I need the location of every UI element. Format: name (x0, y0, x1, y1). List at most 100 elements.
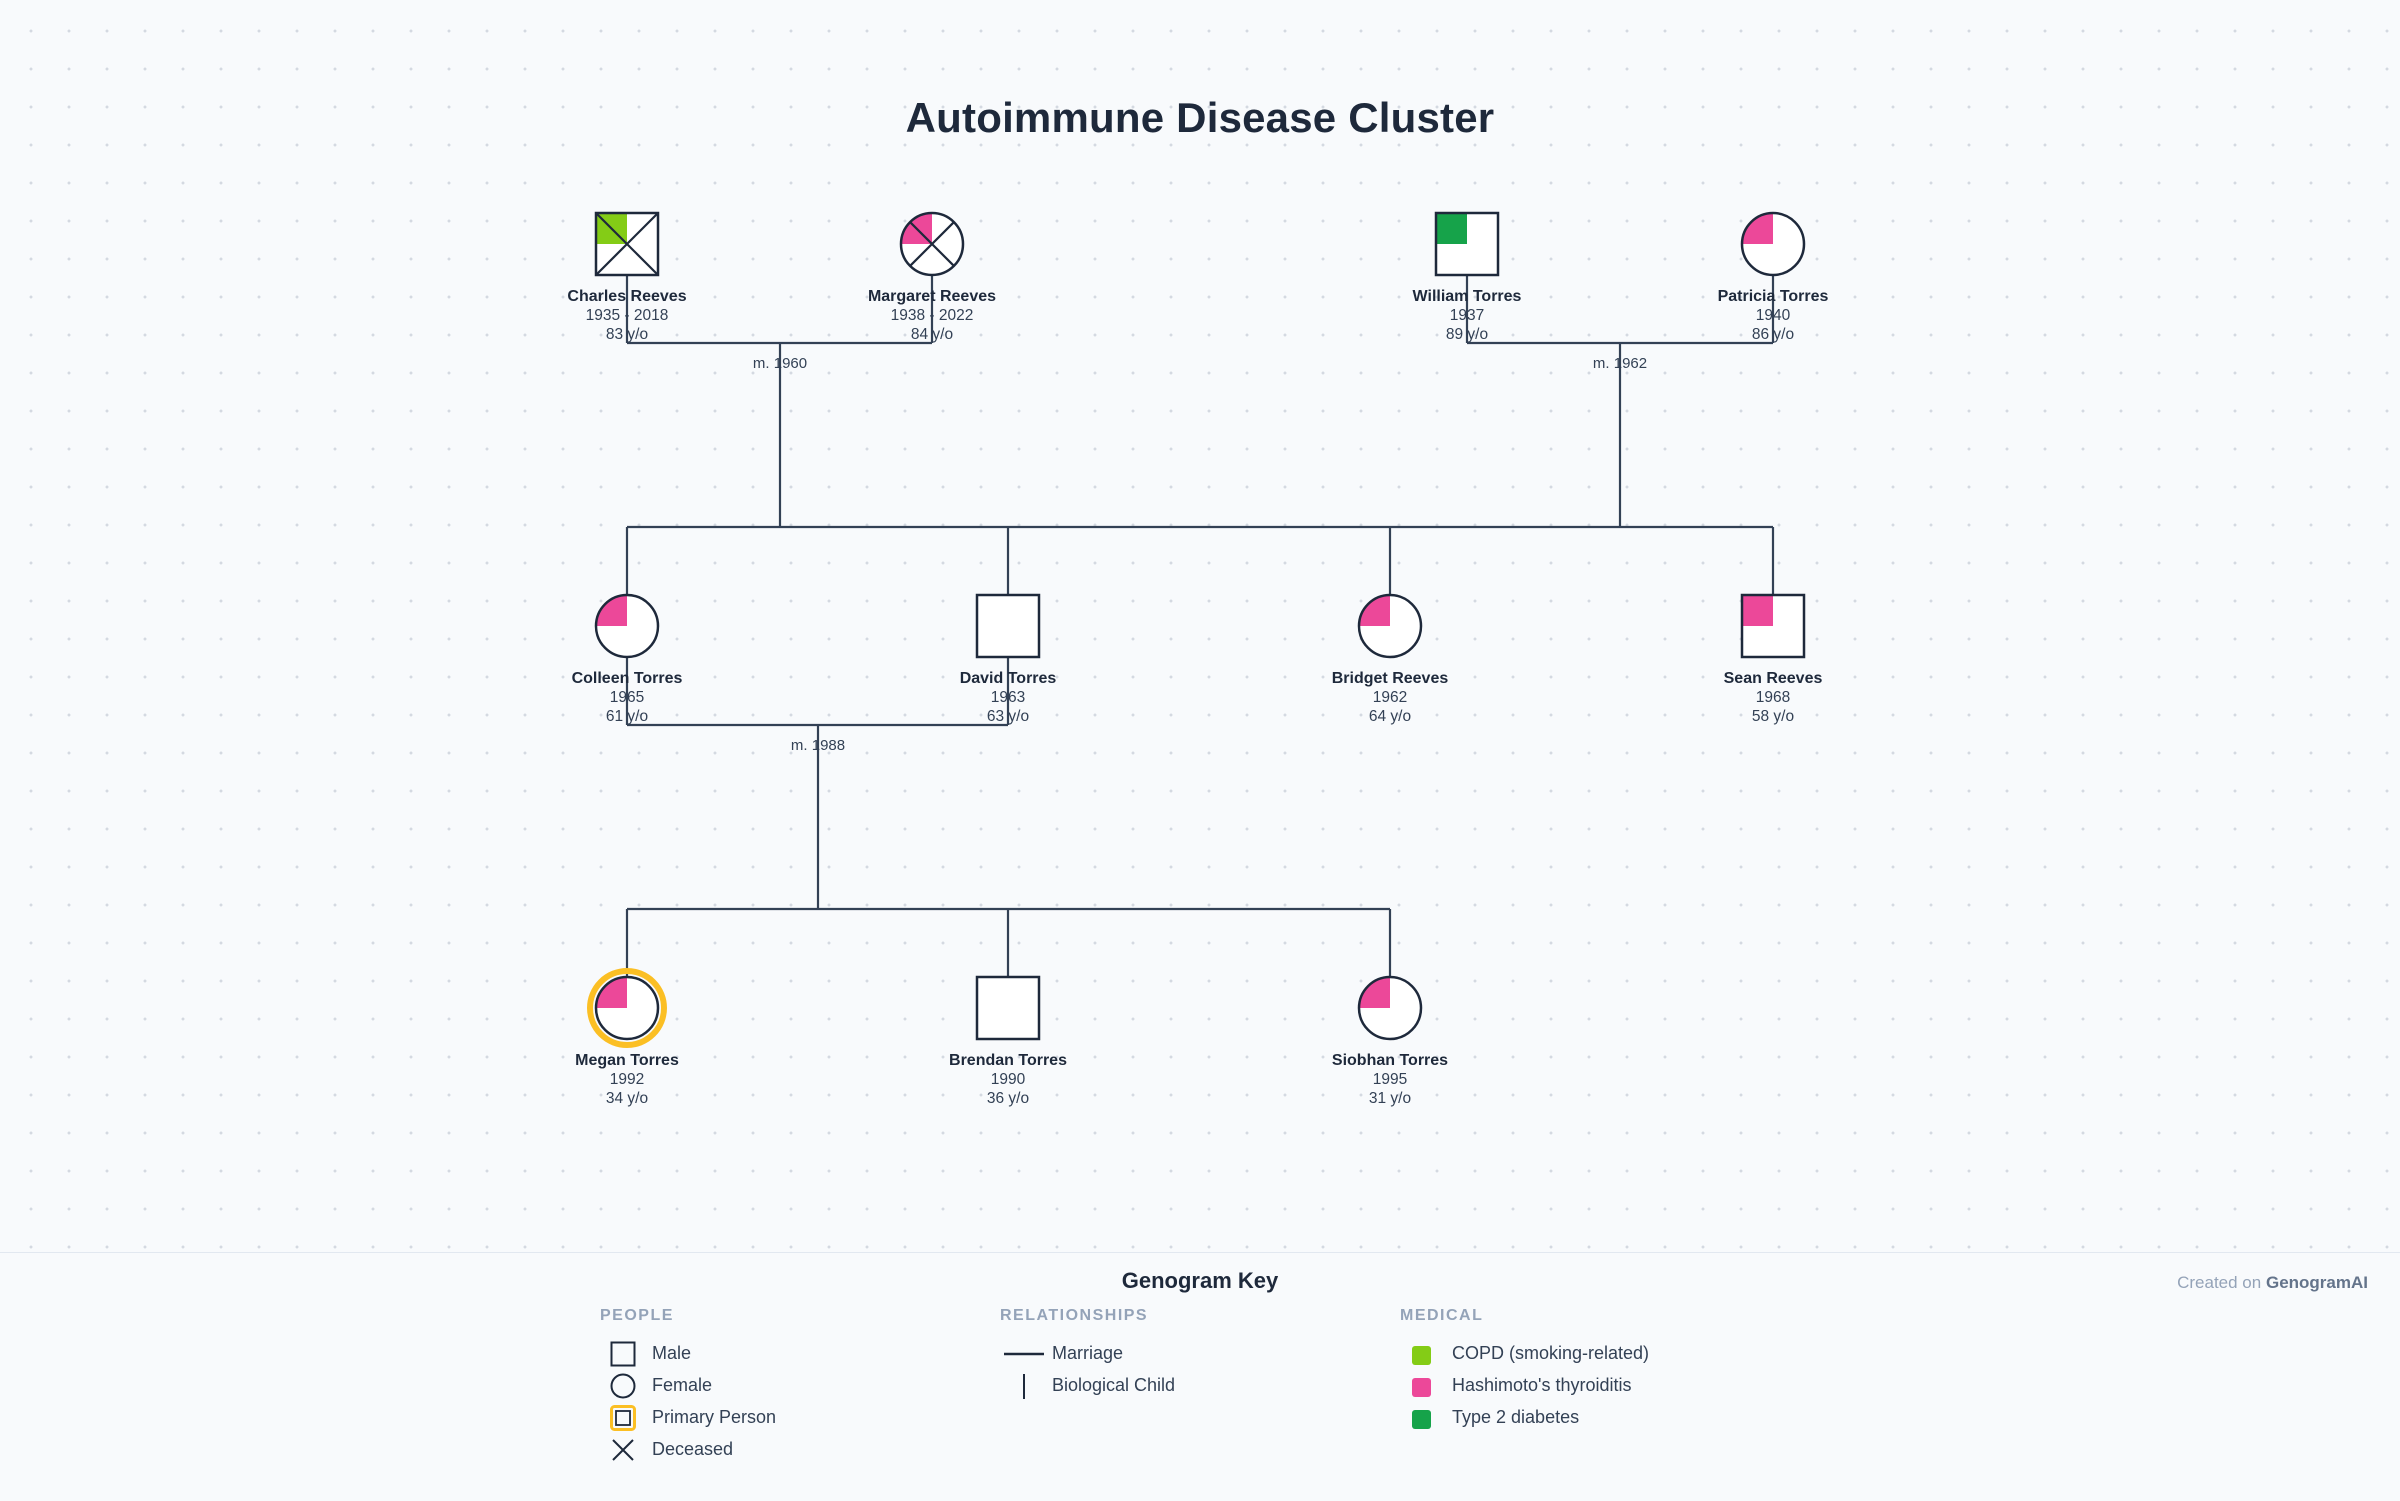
person-colleen: Colleen Torres 1965 61 y/o (572, 593, 683, 725)
person-age: 84 y/o (911, 326, 953, 343)
person-age: 86 y/o (1752, 326, 1794, 343)
male-square-fill (977, 595, 1039, 657)
marriage-label: m. 1960 (753, 355, 807, 372)
person-age: 31 y/o (1369, 1090, 1411, 1107)
credit-text: Created on GenogramAI (2177, 1273, 2368, 1293)
deceased-x-icon (908, 220, 956, 268)
key-marriage-label: Marriage (1052, 1343, 1124, 1363)
person-years: 1937 (1450, 307, 1484, 324)
female-circle-icon (610, 1373, 636, 1399)
male-square-fill (977, 977, 1039, 1039)
marriage-label: m. 1988 (791, 737, 845, 754)
key-medical-heading: MEDICAL (1400, 1307, 1484, 1324)
male-square-symbol (1434, 211, 1500, 277)
key-t2d-label: Type 2 diabetes (1452, 1407, 1580, 1427)
person-name: Colleen Torres (572, 670, 683, 687)
male-square-symbol (975, 593, 1041, 659)
credit-prefix: Created on (2177, 1273, 2262, 1292)
person-name: Margaret Reeves (868, 288, 996, 305)
person-sean: Sean Reeves 1968 58 y/o (1724, 593, 1823, 725)
deceased-x-icon (595, 212, 659, 276)
marriage-label: m. 1962 (1593, 355, 1647, 372)
hashimoto-marker (1359, 595, 1390, 626)
key-child-row: Biological Child (1000, 1371, 1175, 1403)
credit-brand: GenogramAI (2265, 1273, 2368, 1292)
hashimoto-marker (1742, 213, 1773, 244)
hashimoto-marker (1742, 595, 1773, 626)
copd-swatch (1412, 1346, 1431, 1365)
key-deceased-row: Deceased (600, 1435, 733, 1467)
person-years: 1995 (1373, 1071, 1407, 1088)
hashimoto-marker (596, 595, 627, 626)
key-copd-label: COPD (smoking-related) (1452, 1343, 1650, 1363)
key-female-label: Female (652, 1375, 713, 1395)
hashimoto-marker (1359, 977, 1390, 1008)
female-circle-symbol (594, 593, 660, 659)
person-age: 61 y/o (606, 708, 648, 725)
person-margaret: Margaret Reeves 1938 - 2022 84 y/o (868, 211, 996, 343)
person-age: 58 y/o (1752, 708, 1794, 725)
person-name: Sean Reeves (1724, 670, 1823, 687)
key-people-column: PEOPLE Male Female Primary Person Deceas… (600, 1307, 776, 1467)
hashimoto-marker (596, 977, 627, 1008)
key-child-label: Biological Child (1052, 1375, 1176, 1395)
female-circle-symbol (1357, 593, 1423, 659)
person-name: William Torres (1413, 288, 1522, 305)
key-female-row: Female (600, 1371, 712, 1403)
person-years: 1940 (1756, 307, 1791, 324)
person-years: 1965 (610, 689, 644, 706)
marriage-line-icon (1004, 1352, 1044, 1356)
person-charles: Charles Reeves 1935 - 2018 83 y/o (567, 211, 687, 343)
key-deceased-label: Deceased (652, 1439, 734, 1459)
person-age: 83 y/o (606, 326, 648, 343)
person-name: Bridget Reeves (1332, 670, 1449, 687)
person-age: 34 y/o (606, 1090, 648, 1107)
person-age: 63 y/o (987, 708, 1029, 725)
person-brendan: Brendan Torres 1990 36 y/o (949, 975, 1067, 1107)
key-hashimoto-row: Hashimoto's thyroiditis (1400, 1371, 1632, 1403)
person-years: 1963 (991, 689, 1025, 706)
key-t2d-row: Type 2 diabetes (1400, 1403, 1579, 1435)
person-years: 1968 (1756, 689, 1790, 706)
diagram-title: Autoimmune Disease Cluster (905, 94, 1495, 141)
genogram-diagram: m. 1960 m. 1962 m. 1988 Charles Reeves 1935 … (567, 211, 1829, 1107)
person-name: David Torres (960, 670, 1057, 687)
key-medical-column: MEDICAL COPD (smoking-related) Hashimoto… (1400, 1307, 1649, 1435)
primary-person-icon (610, 1405, 636, 1431)
female-circle-symbol (594, 975, 660, 1041)
key-male-row: Male (600, 1339, 691, 1371)
male-square-symbol (975, 975, 1041, 1041)
child-line-icon (1023, 1374, 1025, 1399)
key-people-heading: PEOPLE (600, 1307, 674, 1324)
female-circle-symbol (1357, 975, 1423, 1041)
key-relationships-column: RELATIONSHIPS Marriage Biological Child (1000, 1307, 1175, 1403)
person-age: 36 y/o (987, 1090, 1029, 1107)
person-name: Patricia Torres (1718, 288, 1829, 305)
person-years: 1992 (610, 1071, 644, 1088)
person-years: 1990 (991, 1071, 1026, 1088)
key-title: Genogram Key (1121, 1268, 1279, 1293)
primary-person-ring (587, 968, 667, 1048)
person-years: 1938 - 2022 (891, 307, 974, 324)
person-age: 89 y/o (1446, 326, 1488, 343)
person-name: Brendan Torres (949, 1052, 1067, 1069)
key-primary-row: Primary Person (600, 1403, 776, 1435)
key-hashimoto-label: Hashimoto's thyroiditis (1452, 1375, 1632, 1395)
person-name: Charles Reeves (567, 288, 686, 305)
female-circle-symbol (1740, 211, 1806, 277)
t2d-marker (1436, 213, 1467, 244)
male-square-symbol (1740, 593, 1806, 659)
key-marriage-row: Marriage (1000, 1339, 1148, 1371)
female-circle-symbol (899, 211, 965, 277)
person-years: 1935 - 2018 (586, 307, 669, 324)
deceased-x-icon (612, 1439, 634, 1461)
person-david: David Torres 1963 63 y/o (960, 593, 1057, 725)
hashimoto-swatch (1412, 1378, 1431, 1397)
male-square-icon (610, 1341, 636, 1367)
person-megan: Megan Torres 1992 34 y/o (575, 968, 679, 1107)
person-name: Megan Torres (575, 1052, 679, 1069)
person-william: William Torres 1937 89 y/o (1413, 211, 1522, 343)
genogram-key: Genogram Key Created on GenogramAI PEOPL… (0, 1252, 2400, 1501)
